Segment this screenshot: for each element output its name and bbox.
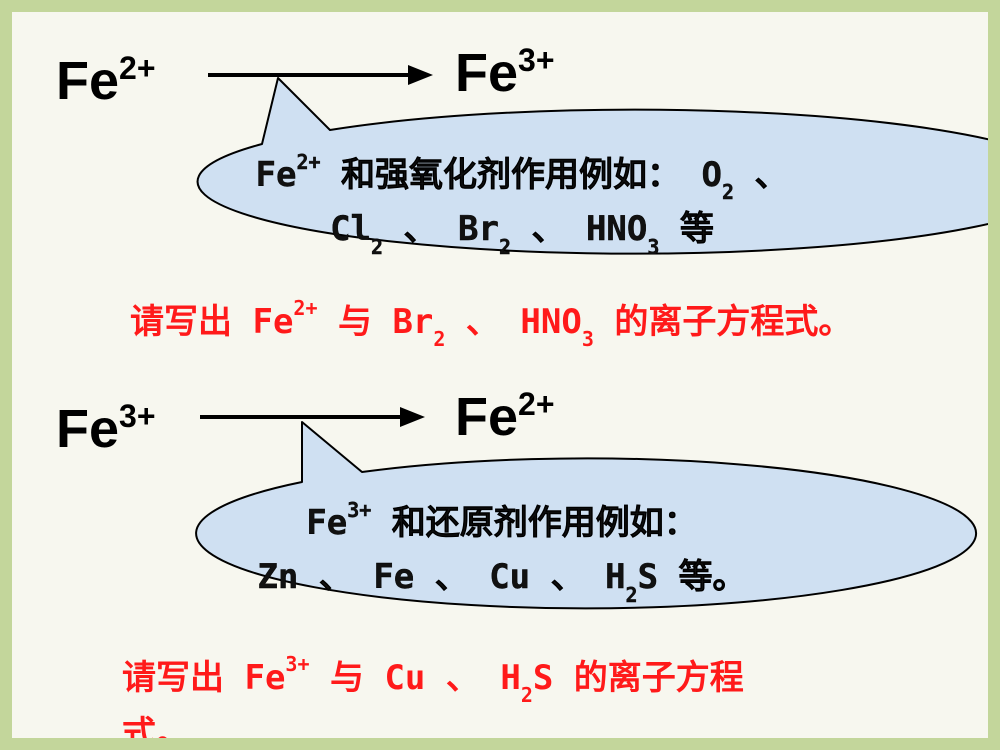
slide: Fe2+ Fe3+ Fe2+ 和强氧化剂作用例如： O2 、 Cl2 、 Br2… [12,12,988,738]
question-line: 式。 [122,714,190,738]
fe2-label: Fe2+ [56,51,156,111]
ion-symbol: Fe [56,51,120,111]
fe3-label-2: Fe3+ [56,399,156,459]
question-line: 请写出 Fe3+ 与 Cu 、 H2S 的离子方程 [122,652,744,708]
speech-bubble-reducer [195,421,978,610]
ion-charge: 2+ [518,386,555,422]
speech-bubble-oxidizer [196,77,988,255]
question-1: 请写出 Fe2+ 与 Br2 、 HNO3 的离子方程式。 [130,296,853,352]
ion-symbol: Fe [56,399,120,459]
ion-symbol: Fe [455,43,519,103]
fe2-label-2: Fe2+ [455,387,555,447]
ion-charge: 3+ [518,42,555,78]
bubble-text-reducer: Fe3+ 和还原剂作用例如： Zn 、 Fe 、 Cu 、 H2S 等。 [192,496,812,607]
bubble-line: Zn 、 Fe 、 Cu 、 H2S 等。 [257,557,747,607]
fe3-label: Fe3+ [455,43,555,103]
question-2: 请写出 Fe3+ 与 Cu 、 H2S 的离子方程 式。 [122,650,744,738]
bubble-text-oxidizer: Fe2+ 和强氧化剂作用例如： O2 、 Cl2 、 Br2 、 HNO3 等 [162,148,882,259]
bubble-line: Fe3+ 和还原剂作用例如： [306,498,698,543]
ion-symbol: Fe [455,387,519,447]
ion-charge: 2+ [119,50,156,86]
ion-charge: 3+ [119,398,156,434]
arrow-right-icon [200,407,425,427]
bubble-line: Cl2 、 Br2 、 HNO3 等 [330,209,714,259]
arrow-right-icon [208,65,433,85]
bubble-line: Fe2+ 和强氧化剂作用例如： O2 、 [255,150,789,205]
